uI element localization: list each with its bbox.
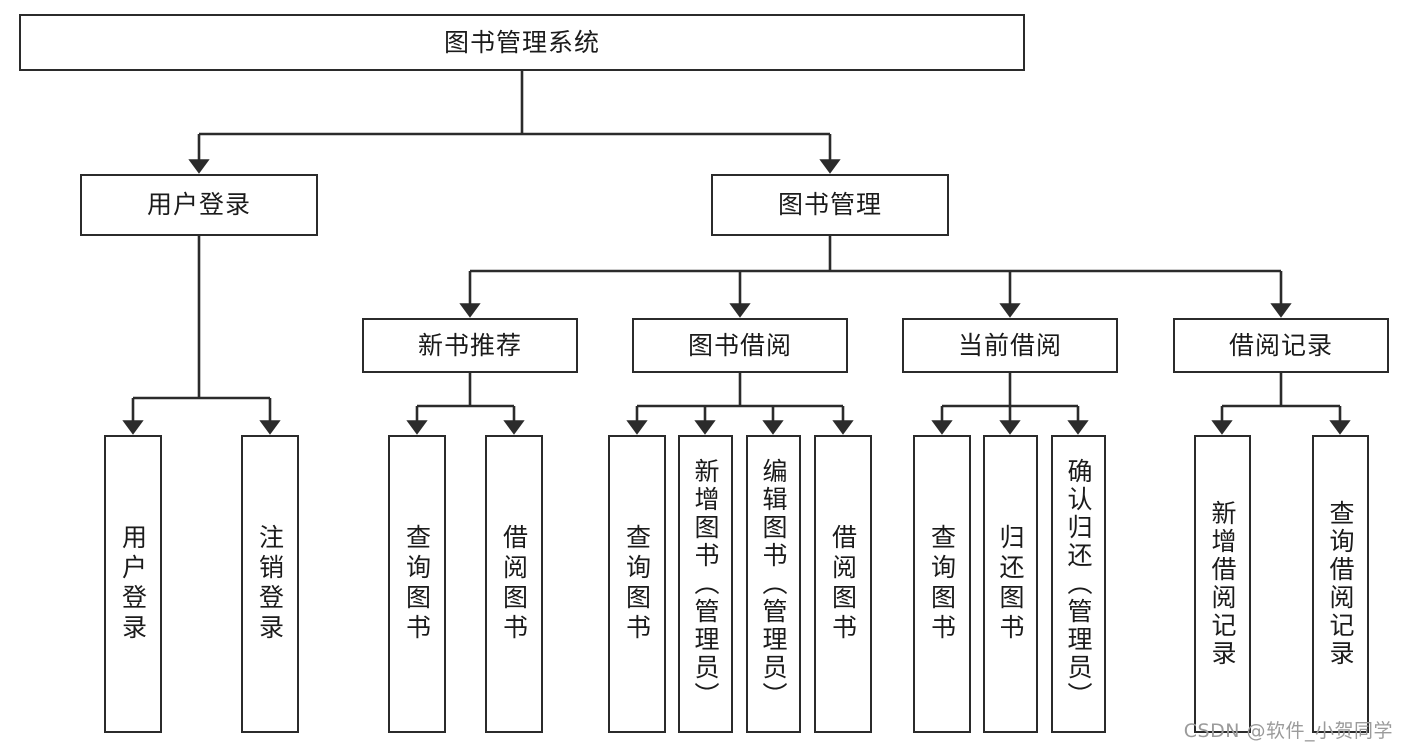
- node-label: 查询图书: [622, 524, 652, 644]
- node-label: 查询借阅记录: [1326, 500, 1355, 668]
- node-new-book-recommend[interactable]: 新书推荐: [362, 318, 578, 373]
- node-root-system[interactable]: 图书管理系统: [19, 14, 1025, 71]
- node-label: 图书管理系统: [443, 27, 600, 57]
- node-book-management[interactable]: 图书管理: [711, 174, 949, 236]
- node-label: 编辑图书（管理员）: [759, 458, 788, 710]
- node-borrow-record[interactable]: 借阅记录: [1173, 318, 1389, 373]
- node-label: 新增图书（管理员）: [691, 458, 720, 710]
- node-leaf-edit-book[interactable]: 编辑图书（管理员）: [746, 435, 801, 733]
- node-label: 用户登录: [146, 190, 251, 220]
- node-label: 查询图书: [402, 524, 432, 644]
- node-label: 图书借阅: [687, 330, 792, 360]
- node-label: 图书管理: [777, 190, 882, 220]
- node-leaf-user-login[interactable]: 用户登录: [104, 435, 162, 733]
- node-book-borrow[interactable]: 图书借阅: [632, 318, 848, 373]
- node-leaf-borrow-book[interactable]: 借阅图书: [814, 435, 872, 733]
- node-leaf-return-book[interactable]: 归还图书: [983, 435, 1038, 733]
- node-label: 归还图书: [996, 524, 1025, 644]
- node-leaf-borrow-book-recommend[interactable]: 借阅图书: [485, 435, 543, 733]
- node-leaf-add-book[interactable]: 新增图书（管理员）: [678, 435, 733, 733]
- node-leaf-query-book-recommend[interactable]: 查询图书: [388, 435, 446, 733]
- node-label: 新书推荐: [417, 330, 522, 360]
- node-leaf-confirm-return[interactable]: 确认归还（管理员）: [1051, 435, 1106, 733]
- node-current-borrow[interactable]: 当前借阅: [902, 318, 1118, 373]
- node-label: 新增借阅记录: [1208, 500, 1237, 668]
- node-leaf-add-borrow-record[interactable]: 新增借阅记录: [1194, 435, 1251, 733]
- node-label: 确认归还（管理员）: [1064, 458, 1093, 710]
- node-leaf-logout[interactable]: 注销登录: [241, 435, 299, 733]
- node-label: 查询图书: [927, 524, 957, 644]
- node-label: 借阅图书: [828, 524, 858, 644]
- node-leaf-query-book-borrow[interactable]: 查询图书: [608, 435, 666, 733]
- node-user-login[interactable]: 用户登录: [80, 174, 318, 236]
- watermark: CSDN @软件_小贺同学: [1183, 720, 1393, 742]
- node-label: 注销登录: [255, 524, 285, 644]
- node-label: 借阅记录: [1228, 330, 1333, 360]
- node-leaf-query-book-current[interactable]: 查询图书: [913, 435, 971, 733]
- node-label: 用户登录: [118, 524, 148, 644]
- node-label: 借阅图书: [499, 524, 529, 644]
- node-leaf-query-borrow-record[interactable]: 查询借阅记录: [1312, 435, 1369, 733]
- node-label: 当前借阅: [957, 330, 1062, 360]
